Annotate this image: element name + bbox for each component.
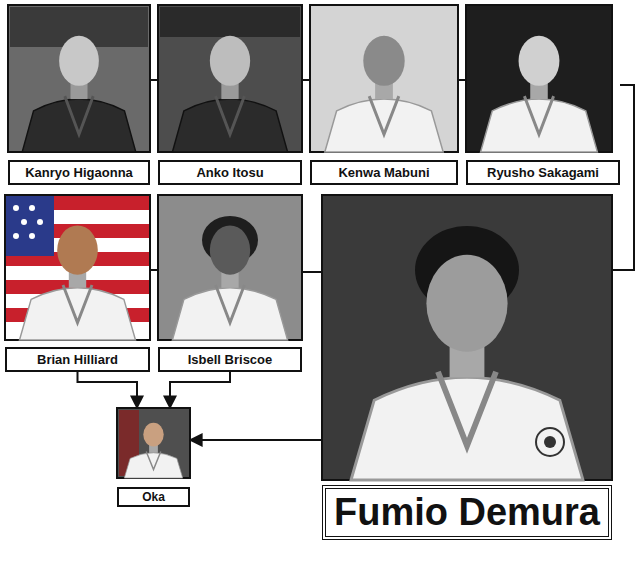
person-name: Anko Itosu [196, 165, 263, 180]
lineage-connector [78, 372, 138, 408]
person-name: Oka [142, 490, 165, 504]
lineage-connector [302, 79, 310, 81]
lineage-connector [458, 79, 466, 81]
person-name: Fumio Demura [334, 491, 600, 534]
person-name: Kanryo Higaonna [25, 165, 133, 180]
lineage-connector [190, 439, 322, 441]
lineage-node: Kanryo Higaonna [8, 5, 150, 185]
lineage-node: Anko Itosu [158, 5, 302, 185]
person-name: Ryusho Sakagami [487, 165, 599, 180]
lineage-connector [150, 79, 158, 81]
lineage-node: Ryusho Sakagami [466, 5, 620, 185]
person-name: Isbell Briscoe [188, 352, 273, 367]
name-label: Fumio Demura [322, 485, 612, 540]
name-label: Kenwa Mabuni [310, 160, 458, 185]
person-name: Brian Hilliard [37, 352, 118, 367]
lineage-node: Kenwa Mabuni [310, 5, 458, 185]
lineage-node: Oka [117, 408, 190, 507]
name-label: Kanryo Higaonna [8, 160, 150, 185]
lineage-node: Fumio Demura [322, 195, 612, 540]
person-name: Kenwa Mabuni [338, 165, 429, 180]
name-label: Brian Hilliard [5, 347, 150, 372]
lineage-node: Isbell Briscoe [158, 195, 302, 372]
name-label: Isbell Briscoe [158, 347, 302, 372]
lineage-node: Brian Hilliard [5, 195, 150, 372]
lineage-connector [170, 372, 230, 408]
name-label: Ryusho Sakagami [466, 160, 620, 185]
lineage-connector [150, 269, 158, 271]
name-label: Anko Itosu [158, 160, 302, 185]
name-label: Oka [117, 487, 190, 507]
lineage-connector [302, 271, 322, 273]
